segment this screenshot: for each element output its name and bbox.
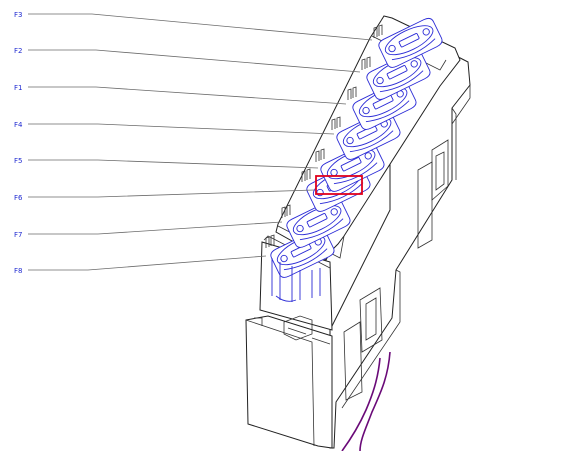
fuse-label-f5: F5 [14,157,22,165]
fuse-tab-f4 [331,116,341,130]
fuse-slots [265,17,443,302]
fuse-label-f2: F2 [14,47,22,55]
fuse-tab-f6 [301,168,311,182]
fuse-tab-f2 [361,56,371,70]
leader-line-f1 [28,86,347,105]
fuse-f1 [352,79,417,130]
fuse-box-housing [245,15,471,449]
fuse-tab-f7 [281,204,291,218]
fuse-label-f4: F4 [14,121,23,129]
leader-line-f3 [28,13,373,41]
fuse-tab-f3 [373,24,383,38]
leader-line-f7 [28,221,283,235]
fuse-f3 [378,17,443,68]
leader-lines [28,13,373,271]
leader-line-f2 [28,49,361,73]
fuse-labels: F3 F2 F1 F4 F5 F6 F7 F8 [14,11,23,275]
fuse-label-f6: F6 [14,194,23,202]
fuse-f7 [286,197,351,248]
fuse-tab-f1 [347,86,357,100]
leader-line-f8 [28,255,267,271]
highlight-box-f6 [315,175,363,195]
side-latch-lower [343,287,383,401]
fuse-f8-blades [271,258,321,302]
leader-line-f4 [28,123,335,135]
side-latch-upper [417,139,449,249]
fuse-label-f7: F7 [14,231,22,239]
connector-tab [254,315,331,345]
fuse-label-f1: F1 [14,84,22,92]
fuse-label-f3: F3 [14,11,22,19]
wire-harness [341,351,391,451]
fuse-tab-f5 [315,148,325,162]
fuse-f8 [270,227,335,278]
leader-line-f6 [28,189,315,198]
fuse-label-f8: F8 [14,267,22,275]
fuse-tab-f8 [265,234,275,248]
leader-line-f5 [28,159,319,169]
